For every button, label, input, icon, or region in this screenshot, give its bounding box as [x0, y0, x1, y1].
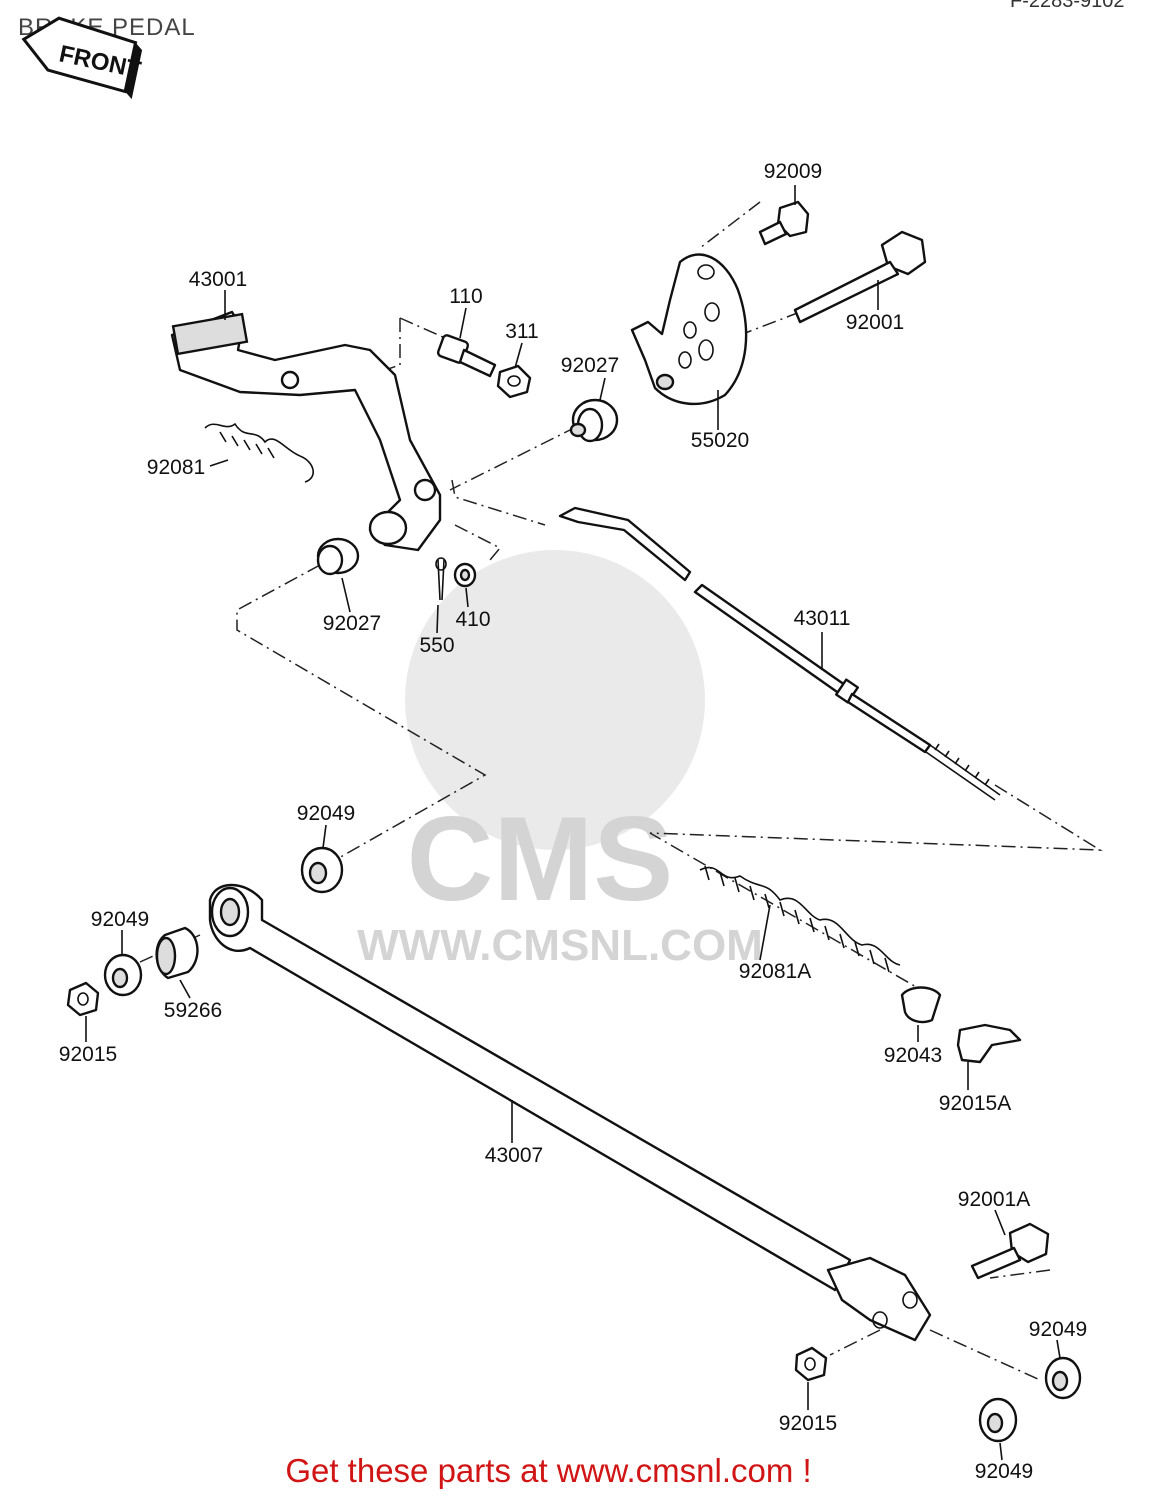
- washer-92049-upper: [300, 846, 344, 894]
- label-43011: 43011: [794, 607, 851, 630]
- label-92015A: 92015A: [939, 1092, 1011, 1115]
- part-labels: 92009 43001 110 311 92027 92001 55020 92…: [59, 160, 1087, 1483]
- label-410: 410: [455, 608, 490, 631]
- label-92015-left: 92015: [59, 1043, 117, 1066]
- cotter-pin-550: [435, 557, 447, 601]
- bushing-59266: [155, 926, 199, 980]
- label-92049-right-lower: 92049: [975, 1460, 1033, 1483]
- washer-410: [453, 562, 477, 588]
- label-92043: 92043: [884, 1044, 942, 1067]
- front-marker: FRONT: [21, 16, 144, 100]
- nut-92015-left: [66, 981, 100, 1017]
- bolt-110: [436, 334, 497, 378]
- washer-92027-lower: [316, 537, 360, 576]
- label-92049-right-upper: 92049: [1029, 1318, 1087, 1341]
- label-92081A: 92081A: [739, 960, 811, 983]
- label-43007: 43007: [485, 1144, 543, 1167]
- label-59266: 59266: [164, 999, 222, 1022]
- spring-92081: [204, 422, 314, 483]
- nut-92015-right: [794, 1346, 828, 1382]
- promo-link[interactable]: Get these parts at www.cmsnl.com !: [285, 1452, 812, 1489]
- pedal-boss: [368, 510, 408, 546]
- brake-pedal-43001: [170, 310, 442, 552]
- clip-92043: [900, 986, 942, 1024]
- lever-55020: [630, 253, 748, 406]
- label-311: 311: [505, 320, 538, 343]
- label-92001A: 92001A: [958, 1188, 1030, 1211]
- watermark: CMS WWW.CMSNL.COM: [357, 550, 763, 970]
- nut-311: [496, 364, 532, 399]
- rod-43011: [558, 506, 1001, 801]
- label-92049-upper: 92049: [297, 802, 355, 825]
- bolt-92001: [793, 230, 927, 324]
- label-110: 110: [449, 285, 482, 308]
- washer-92049-right-upper: [1044, 1356, 1082, 1400]
- label-43001: 43001: [189, 268, 247, 291]
- label-92001: 92001: [846, 311, 904, 334]
- clevis-92001A-end: [826, 1256, 932, 1342]
- bolt-92001A: [970, 1222, 1050, 1280]
- wing-nut-92015A: [956, 1023, 1022, 1064]
- label-55020: 55020: [691, 429, 749, 452]
- collar-92027-upper: [569, 398, 619, 443]
- label-550: 550: [419, 634, 454, 657]
- spring-92081A: [699, 865, 901, 973]
- label-92009: 92009: [764, 160, 822, 183]
- label-92027-upper: 92027: [561, 354, 619, 377]
- watermark-brand: CMS: [407, 792, 674, 926]
- washer-92049-left: [103, 953, 143, 997]
- diagram-code: F-2283-9102: [1010, 0, 1125, 12]
- leader-lines: [85, 185, 1061, 1461]
- label-92081: 92081: [147, 456, 205, 479]
- label-92049-left: 92049: [91, 908, 149, 931]
- label-92027-lower: 92027: [323, 612, 381, 635]
- watermark-url: WWW.CMSNL.COM: [357, 921, 763, 970]
- washer-92049-right-lower: [978, 1397, 1018, 1443]
- bolt-92009: [758, 200, 810, 246]
- watermark-mascot: [405, 550, 705, 850]
- label-92015-right: 92015: [779, 1412, 837, 1435]
